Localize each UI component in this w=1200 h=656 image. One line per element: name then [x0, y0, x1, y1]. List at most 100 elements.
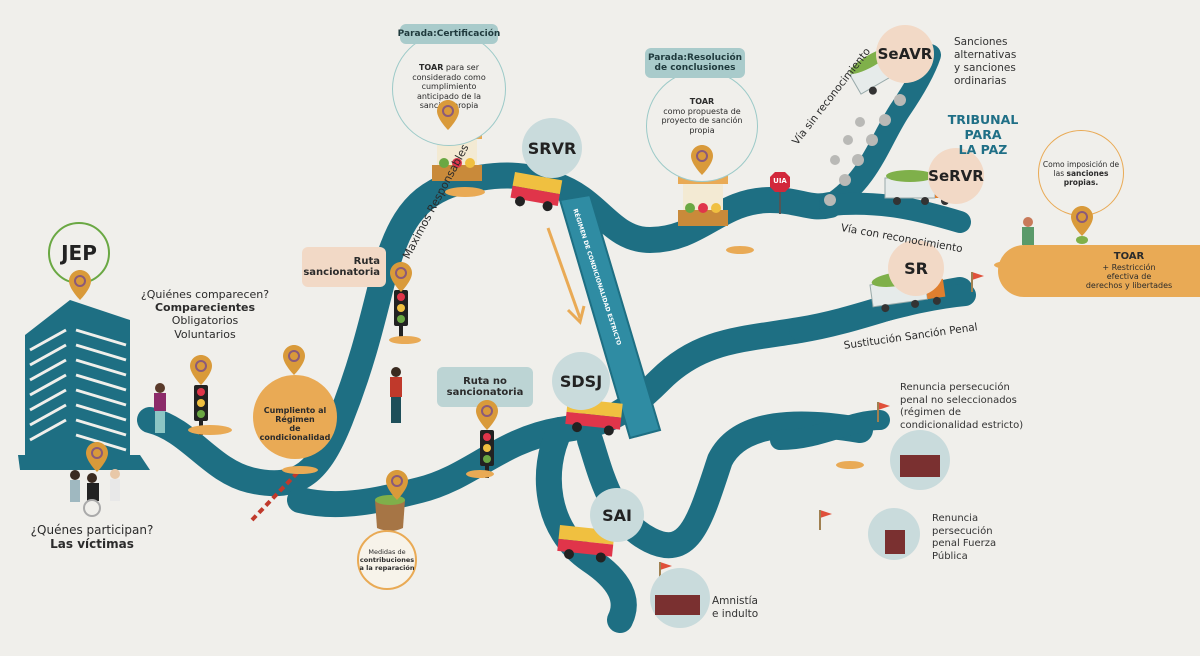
bus-srvr-icon: [510, 172, 563, 212]
participants-question: ¿Quénes participan?: [30, 523, 154, 537]
renuncia-line: condicionalidad estricto): [900, 419, 1024, 431]
comparecientes-block: ¿Quiénes comparecen? Comparecientes Obli…: [140, 288, 270, 341]
location-pin-icon: [691, 145, 713, 175]
location-pin-icon: [437, 100, 459, 130]
certificacion-header: Parada:Certificación: [398, 24, 500, 44]
resolucion-header: Parada:Resolución de conclusiones: [645, 48, 745, 78]
servr-node[interactable]: SeRVR: [928, 148, 984, 204]
uia-label: UIA: [773, 177, 787, 185]
certificacion-bold: TOAR: [418, 63, 444, 72]
condicionalidad-line2: Régimen: [275, 415, 315, 424]
seavr-desc: Sanciones alternativas y sanciones ordin…: [954, 36, 1016, 89]
sai-node[interactable]: SAI: [590, 488, 644, 542]
jep-node[interactable]: JEP: [48, 222, 110, 284]
seavr-desc-line: alternativas: [954, 49, 1017, 62]
tribunal-title: TRIBUNAL PARA LA PAZ: [928, 112, 1038, 157]
appear-title: Comparecientes: [154, 301, 256, 315]
seavr-desc-line: ordinarias: [954, 75, 1007, 88]
location-pin-icon: [283, 345, 305, 375]
reparacion-circle[interactable]: Medidas de contribuciones a la reparació…: [357, 530, 417, 590]
reparacion-line2: contribuciones: [359, 556, 415, 564]
bridge-condicionalidad: [558, 193, 662, 440]
toar-bold: TOAR: [1113, 251, 1145, 263]
location-pin-icon: [476, 400, 498, 430]
barrier-icon: [250, 468, 302, 522]
appear-type-1: Obligatorios: [171, 314, 239, 328]
ruta-sancionatoria-line2: sancionatoria: [303, 267, 380, 278]
toar-line1: + Restricción: [1102, 262, 1156, 272]
stones-decoration: [824, 94, 906, 206]
location-pin-icon: [69, 270, 91, 300]
appear-question: ¿Quiénes comparecen?: [140, 288, 270, 301]
jep-label: JEP: [61, 241, 97, 265]
renuncia-fuerza-publica: Renuncia persecución penal Fuerza Públic…: [932, 513, 996, 563]
location-pin-icon: [86, 442, 108, 472]
servr-label: SeRVR: [928, 167, 984, 185]
seavr-desc-line: y sanciones: [954, 62, 1016, 75]
renuncia-fuerza-line: persecución: [932, 525, 993, 537]
road-servr: [819, 192, 971, 233]
renuncia-line: Renuncia persecución: [900, 382, 1010, 393]
flag-icon: [659, 272, 984, 582]
sack-icon: [375, 495, 405, 531]
sdsj-label: SDSJ: [559, 371, 603, 391]
amnistia-line: Amnistía: [712, 595, 758, 607]
renuncia-no-seleccionados: Renuncia persecución penal no selecciona…: [900, 382, 1023, 432]
uia-stop-sign-icon: [770, 172, 790, 214]
traffic-light-icon: [394, 290, 408, 338]
imposicion-line2-pre: las: [1053, 168, 1065, 178]
renuncia-fuerza-line: Renuncia: [932, 513, 979, 524]
imposicion-line2-bold: sanciones propias.: [1063, 168, 1109, 187]
location-pin-icon: [1071, 206, 1093, 236]
resolucion-bold: TOAR: [689, 97, 715, 106]
amnistia-line: e indulto: [712, 608, 759, 621]
seed-icon: [1076, 236, 1088, 244]
toar-band[interactable]: TOAR + Restricción efectiva de derechos …: [998, 245, 1200, 297]
arrow-down-icon: [546, 227, 586, 325]
srvr-label: SRVR: [527, 138, 577, 158]
imposicion-circle[interactable]: Como imposición de las sanciones propias…: [1038, 130, 1124, 216]
tribunal-line1: TRIBUNAL PARA: [947, 112, 1019, 142]
bus-sai-icon: [557, 525, 615, 563]
jep-building-icon: [18, 300, 150, 470]
participants-answer: Las víctimas: [50, 537, 134, 552]
sr-label: SR: [904, 258, 928, 278]
ruta-sancionatoria-label[interactable]: Ruta sancionatoria: [302, 247, 386, 287]
participants-block: ¿Quénes participan? Las víctimas: [22, 523, 162, 552]
toar-line3: derechos y libertades: [1085, 281, 1173, 291]
people-victims-icon: [70, 469, 120, 517]
tribunal-line2: LA PAZ: [958, 142, 1008, 157]
person-standing-icon: [390, 367, 402, 423]
sdsj-node[interactable]: SDSJ: [552, 352, 610, 410]
resolucion-desc: como propuesta de proyecto de sanción pr…: [661, 106, 743, 135]
condicionalidad-line3: de condicionalidad: [259, 424, 331, 442]
renuncia-fuerza-line: penal Fuerza: [932, 538, 997, 549]
reparacion-line3: a la reparación: [359, 564, 415, 572]
appear-type-2: Voluntarios: [174, 327, 236, 341]
amnistia-indulto: Amnistía e indulto: [712, 595, 758, 621]
renuncia-fuerza-line: Pública: [932, 550, 968, 562]
sai-label: SAI: [602, 505, 632, 525]
location-pin-icon: [390, 262, 412, 292]
location-pin-icon: [190, 355, 212, 385]
ruta-sancionatoria-line1: Ruta: [353, 256, 380, 267]
imposicion-line1: Como imposición de: [1042, 159, 1120, 169]
srvr-node[interactable]: SRVR: [522, 118, 582, 178]
ruta-no-sancionatoria-line2: sancionatoria: [446, 387, 524, 398]
resolucion-text: TOAR como propuesta de proyecto de sanci…: [658, 97, 746, 135]
ruta-no-sancionatoria-label[interactable]: Ruta no sancionatoria: [437, 367, 533, 407]
condicionalidad-line1: Cumpliento al: [263, 406, 327, 415]
seavr-desc-line: Sanciones: [954, 36, 1008, 48]
seavr-label: SeAVR: [877, 45, 933, 63]
renuncia-line: (régimen de: [900, 407, 961, 418]
condicionalidad-circle[interactable]: Cumpliento al Régimen de condicionalidad: [253, 375, 337, 459]
sr-node[interactable]: SR: [888, 240, 944, 296]
ruta-no-sancionatoria-line1: Ruta no: [463, 376, 507, 387]
renuncia-line: penal no seleccionados: [900, 394, 1017, 406]
seavr-node[interactable]: SeAVR: [876, 25, 934, 83]
road-renuncia: [770, 410, 890, 450]
person-walking-icon: [154, 383, 166, 433]
toar-line2: efectiva de: [1106, 272, 1152, 282]
reparacion-line1: Medidas de: [368, 548, 406, 556]
